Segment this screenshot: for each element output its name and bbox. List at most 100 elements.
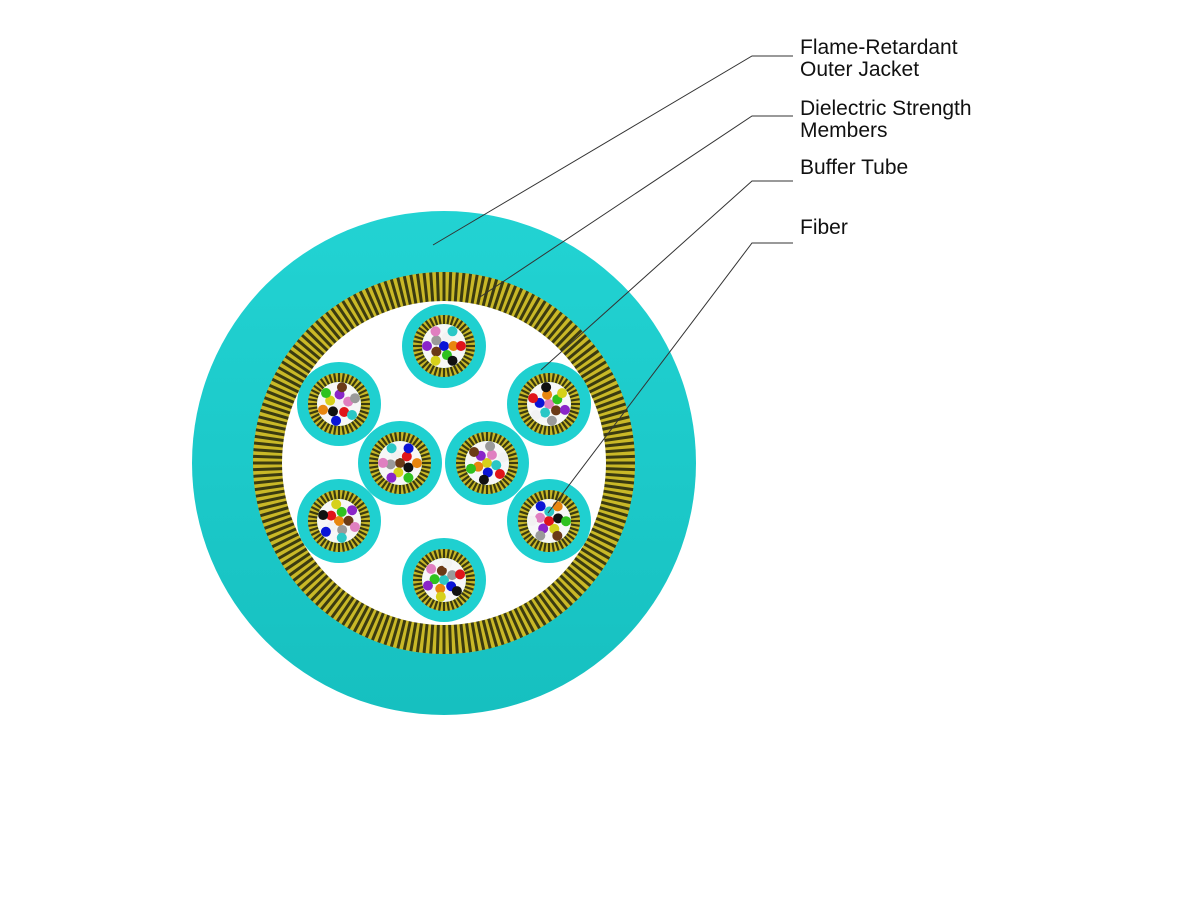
strength-member-strand bbox=[518, 604, 535, 633]
strength-member-strand bbox=[573, 349, 600, 370]
fiber bbox=[343, 515, 354, 526]
strength-member-strand bbox=[551, 490, 555, 500]
strength-member-strand bbox=[453, 317, 460, 327]
strength-member-strand bbox=[570, 523, 580, 527]
strength-member-strand bbox=[598, 408, 629, 421]
strength-member-strand bbox=[461, 443, 470, 451]
strength-member-strand bbox=[369, 457, 379, 461]
strength-member-strand bbox=[481, 618, 492, 649]
strength-member-strand bbox=[377, 613, 391, 643]
fiber bbox=[403, 462, 414, 473]
callout-fiber-line1: Fiber bbox=[800, 216, 848, 239]
strength-member-strand bbox=[288, 556, 315, 577]
strength-member-strand bbox=[558, 540, 565, 550]
strength-member-strand bbox=[353, 535, 362, 544]
strength-member-strand bbox=[254, 434, 285, 443]
strength-member-strand bbox=[563, 535, 572, 544]
strength-member-strand bbox=[501, 477, 510, 486]
strength-member-strand bbox=[463, 589, 473, 596]
strength-member-strand bbox=[461, 326, 470, 334]
strength-member-strand bbox=[323, 423, 330, 433]
fiber bbox=[535, 512, 546, 523]
fiber bbox=[448, 341, 459, 351]
strength-member-strand bbox=[554, 577, 578, 602]
strength-member-strand bbox=[415, 564, 425, 571]
strength-member-strand bbox=[588, 532, 617, 549]
strength-member-strand bbox=[513, 607, 530, 636]
strength-member-strand bbox=[420, 468, 430, 474]
strength-member-strand bbox=[259, 505, 290, 518]
strength-member-strand bbox=[310, 413, 320, 420]
fiber bbox=[498, 452, 509, 463]
callout-strength-members: Dielectric Strength Members bbox=[800, 98, 972, 142]
strength-member-strand bbox=[507, 468, 517, 474]
strength-member-strand bbox=[253, 472, 284, 478]
strength-member-strand bbox=[305, 573, 330, 597]
strength-member-strand bbox=[446, 549, 450, 559]
fiber bbox=[431, 346, 442, 357]
strength-member-strand bbox=[335, 595, 356, 623]
buffer-tube bbox=[507, 362, 591, 446]
strength-member-strand bbox=[271, 532, 300, 549]
strength-member-strand bbox=[601, 495, 632, 505]
strength-member-strand bbox=[316, 381, 325, 390]
strength-member-strand bbox=[570, 515, 580, 519]
strength-member-strand bbox=[529, 378, 537, 387]
strength-member-strand bbox=[266, 390, 296, 405]
fiber bbox=[559, 404, 570, 415]
strength-member-strand bbox=[253, 454, 284, 459]
strength-member-strand bbox=[370, 468, 380, 474]
strength-member-strand bbox=[310, 577, 334, 602]
strength-member-strand bbox=[579, 547, 607, 566]
strength-member-strand bbox=[558, 329, 583, 353]
strength-member-strand bbox=[284, 354, 312, 375]
strength-member-strand bbox=[371, 285, 386, 315]
strength-member-strand bbox=[424, 320, 432, 329]
strength-member-strand bbox=[576, 551, 604, 572]
strength-member-strand bbox=[449, 550, 455, 560]
strength-member-strand bbox=[341, 373, 345, 383]
strength-member-strand bbox=[266, 521, 296, 536]
strength-member-strand bbox=[308, 398, 318, 402]
strength-member-strand bbox=[519, 526, 529, 532]
strength-member-strand bbox=[438, 367, 442, 377]
strength-member-strand bbox=[446, 315, 450, 325]
leader-line-buffer bbox=[540, 180, 793, 371]
strength-member-strand bbox=[333, 373, 337, 383]
strength-member-strand bbox=[582, 366, 611, 384]
strength-member-strand bbox=[456, 457, 466, 461]
fiber bbox=[530, 409, 541, 420]
strength-member-strand bbox=[435, 623, 440, 654]
strength-member-strand bbox=[418, 358, 427, 366]
strength-member-strand bbox=[519, 393, 529, 399]
strength-member-strand bbox=[471, 482, 478, 492]
strength-member-strand bbox=[526, 381, 535, 390]
strength-member-strand bbox=[348, 375, 355, 385]
strength-member-strand bbox=[590, 527, 620, 543]
strength-member-strand bbox=[319, 378, 327, 387]
strength-member-strand bbox=[551, 542, 555, 552]
strength-member-strand bbox=[268, 383, 298, 399]
strength-member-strand bbox=[561, 421, 569, 430]
strength-member-strand bbox=[476, 275, 486, 306]
strength-member-strand bbox=[351, 378, 359, 387]
strength-member-strand bbox=[415, 622, 424, 653]
strength-member-strand bbox=[558, 423, 565, 433]
strength-member-strand bbox=[458, 594, 467, 603]
callout-strength-members-line2: Members bbox=[800, 119, 888, 142]
strength-member-strand bbox=[561, 495, 569, 504]
fiber bbox=[436, 565, 447, 576]
strength-member-strand bbox=[328, 541, 334, 551]
strength-member-strand bbox=[419, 472, 429, 479]
strength-member-strand bbox=[333, 425, 337, 435]
strength-member-strand bbox=[377, 283, 391, 313]
callout-outer-jacket: Flame-Retardant Outer Jacket bbox=[800, 37, 958, 81]
strength-member-strand bbox=[409, 482, 416, 492]
tube-strength-yarn bbox=[369, 432, 431, 494]
strength-member-strand bbox=[358, 530, 368, 537]
strength-member-strand bbox=[576, 354, 604, 375]
strength-member-strand bbox=[313, 533, 322, 541]
fiber bbox=[339, 406, 350, 417]
strength-member-strand bbox=[389, 617, 402, 648]
fiber bbox=[401, 451, 412, 462]
